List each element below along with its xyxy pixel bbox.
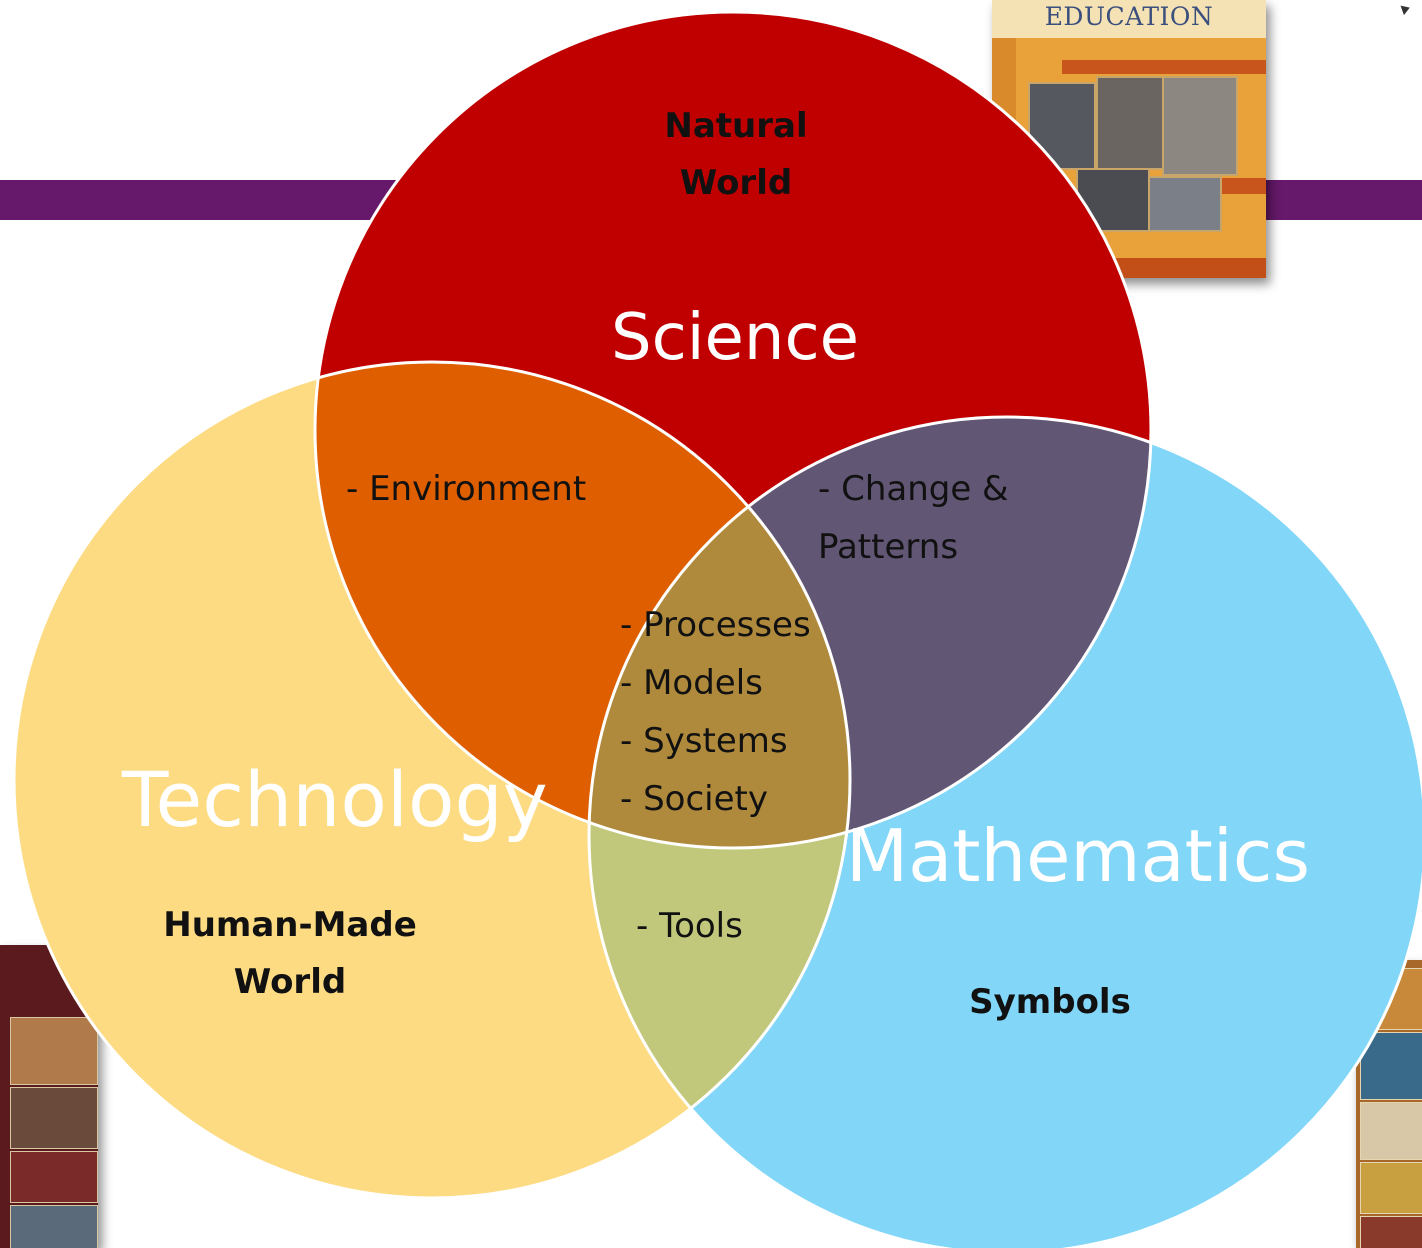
center-item: - Systems xyxy=(620,721,788,761)
science-label: Science xyxy=(610,301,860,375)
center-items: - Processes - Models - Systems - Society xyxy=(620,596,811,828)
circle-outlines xyxy=(12,10,1422,1248)
book-title: EDUCATION xyxy=(1044,2,1214,31)
science-sublabel: Natural World xyxy=(636,98,836,212)
technology-sublabel-line: World xyxy=(233,962,347,1002)
science-mathematics-items: - Change & Patterns xyxy=(818,460,1009,576)
science-mathematics-item: Patterns xyxy=(818,527,959,567)
purple-header-bar-left xyxy=(0,180,400,220)
science-technology-item: - Environment xyxy=(346,469,587,509)
center-item: - Processes xyxy=(620,605,811,645)
center-item: - Models xyxy=(620,663,763,703)
purple-header-bar-right xyxy=(1262,180,1422,220)
science-sublabel-line: Natural xyxy=(664,106,808,146)
center-item: - Society xyxy=(620,779,768,819)
center-overlap xyxy=(589,417,850,848)
science-mathematics-item: - Change & xyxy=(818,469,1009,509)
technology-mathematics-item: - Tools xyxy=(636,906,743,946)
education-standards-book-cover: EDUCATION xyxy=(992,0,1266,278)
technology-sublabel-line: Human-Made xyxy=(163,905,417,945)
mathematics-label: Mathematics xyxy=(846,814,1310,898)
book-title-banner: EDUCATION xyxy=(992,0,1266,38)
mathematics-sublabel: Symbols xyxy=(969,982,1131,1022)
technology-label: Technology xyxy=(122,755,548,844)
technology-sublabel: Human-Made World xyxy=(130,897,450,1011)
science-sublabel-line: World xyxy=(679,163,793,203)
